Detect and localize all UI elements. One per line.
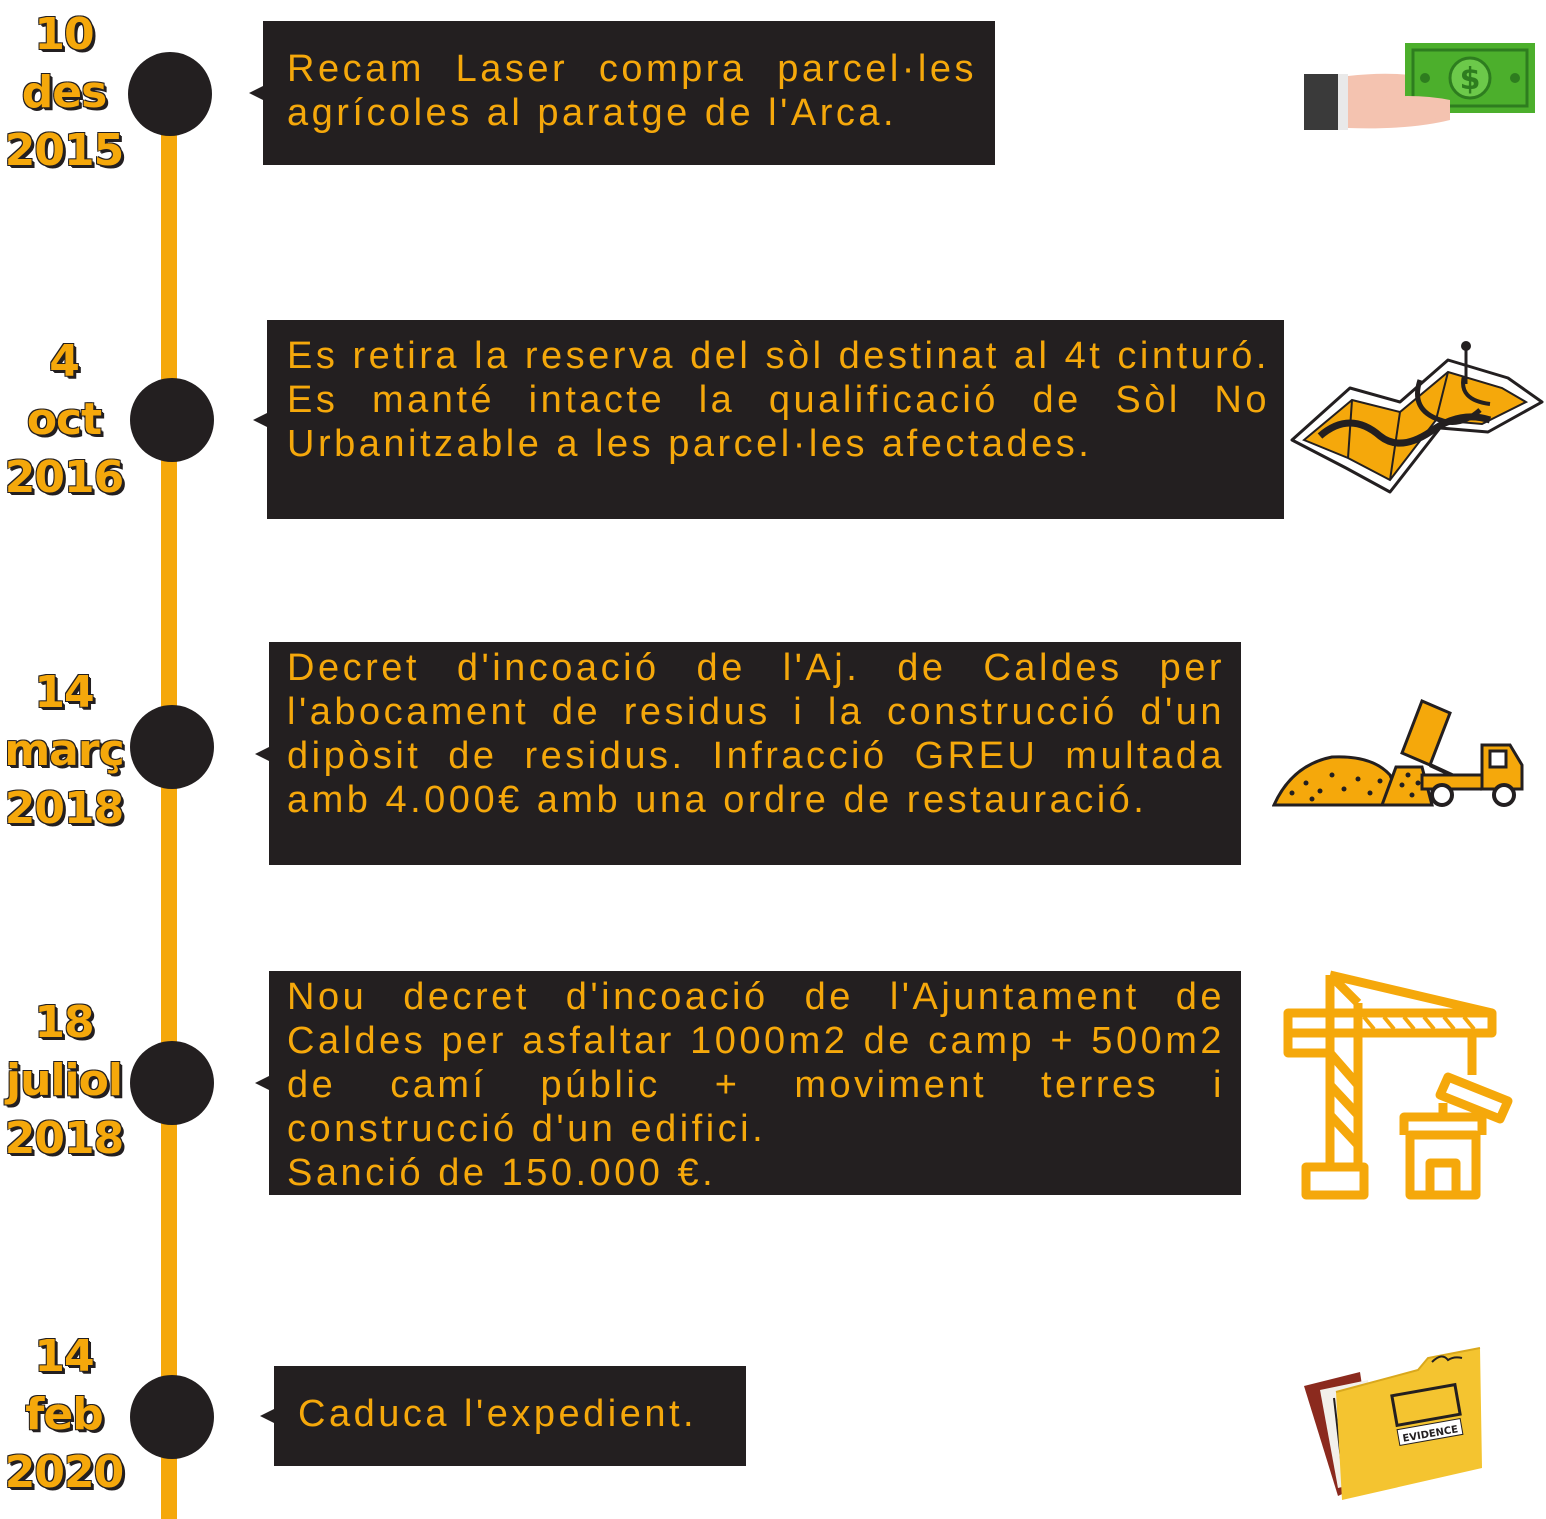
timeline-dot bbox=[130, 705, 214, 789]
event-text-box-2: Es retira la reserva del sòl destinat al… bbox=[253, 320, 1284, 519]
event-text-box-1: Recam Laser compra parcel·les agrícoles … bbox=[249, 21, 995, 165]
event-text-box-4: Nou decret d'incoació de l'Ajuntament de… bbox=[255, 971, 1241, 1195]
svg-text:$: $ bbox=[1460, 62, 1481, 97]
timeline-line bbox=[161, 95, 177, 1519]
money-hand-icon: $ bbox=[1304, 43, 1535, 130]
event-text-box-5: Caduca l'expedient. bbox=[260, 1366, 746, 1466]
crane-building-icon bbox=[1283, 970, 1513, 1200]
timeline-dot bbox=[130, 1375, 214, 1459]
dump-truck-icon bbox=[1272, 699, 1524, 807]
map-icon bbox=[1290, 341, 1544, 494]
timeline-dot bbox=[128, 52, 212, 136]
timeline-dot bbox=[130, 1041, 214, 1125]
timeline-dot bbox=[130, 378, 214, 462]
evidence-folder-icon: EVIDENCE bbox=[1304, 1347, 1482, 1500]
event-text-box-3: Decret d'incoació de l'Aj. de Caldes per… bbox=[255, 642, 1241, 865]
